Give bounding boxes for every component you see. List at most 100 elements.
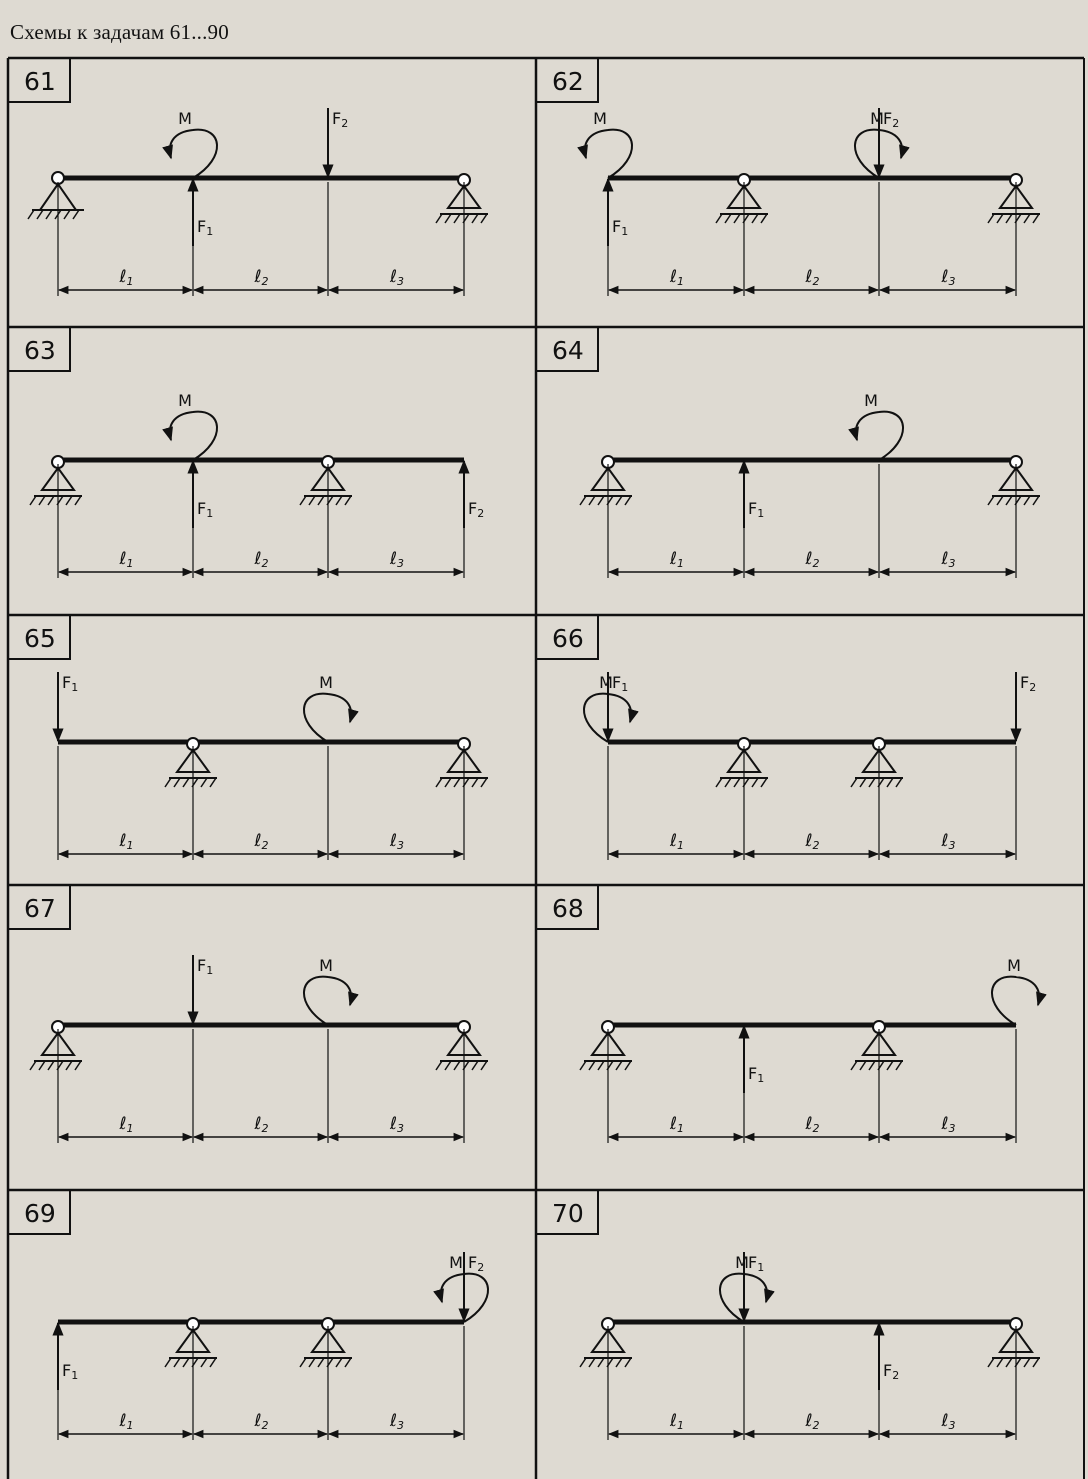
ground-hatch xyxy=(886,1060,894,1071)
ground-hatch xyxy=(615,1357,623,1368)
span-label: ℓ2 xyxy=(254,1411,269,1432)
ground-hatch xyxy=(317,495,325,506)
ground-hatch xyxy=(173,777,181,788)
span-label: ℓ1 xyxy=(669,1411,684,1432)
roller-support xyxy=(29,455,82,506)
force-F1: F1 xyxy=(738,1024,764,1093)
problem-number-box: 70 xyxy=(536,1190,599,1235)
ground-hatch xyxy=(27,209,35,220)
roller-support xyxy=(579,1317,632,1368)
span-label: ℓ2 xyxy=(254,549,269,570)
span-label: ℓ1 xyxy=(119,831,134,852)
ground-hatch xyxy=(29,495,37,506)
force-F2: F2 xyxy=(873,1321,899,1390)
roller-support xyxy=(715,737,768,788)
ground-hatch xyxy=(1032,1357,1040,1368)
moment-arc-icon xyxy=(433,1272,489,1323)
ground-hatch xyxy=(209,1357,217,1368)
problem-number: 68 xyxy=(552,894,584,923)
ground-hatch xyxy=(164,777,172,788)
ground-hatch xyxy=(588,495,596,506)
moment-M: M xyxy=(303,673,359,743)
ground-hatch xyxy=(850,1060,858,1071)
ground-hatch xyxy=(29,1060,37,1071)
moment-label: M xyxy=(319,956,333,975)
ground-hatch xyxy=(996,495,1004,506)
roller-support xyxy=(299,1317,352,1368)
force-label: F2 xyxy=(1020,673,1036,694)
ground-hatch xyxy=(615,1060,623,1071)
number-box-border xyxy=(536,615,599,660)
span-label: ℓ2 xyxy=(254,831,269,852)
ground-hatch xyxy=(65,1060,73,1071)
ground-hatch xyxy=(453,1060,461,1071)
ground-hatch xyxy=(299,1357,307,1368)
ground-hatch xyxy=(480,777,488,788)
moment-label: M xyxy=(870,109,884,128)
problem-number-box: 65 xyxy=(8,615,71,660)
ground-hatch xyxy=(453,777,461,788)
moment-arc-icon xyxy=(303,975,359,1026)
ground-hatch xyxy=(335,1357,343,1368)
force-label: F1 xyxy=(197,956,213,977)
ground-hatch xyxy=(45,209,53,220)
ground-hatch xyxy=(200,777,208,788)
number-box-border xyxy=(8,885,71,930)
force-F1: F1 xyxy=(187,955,213,1026)
moment-arc-icon xyxy=(583,692,639,743)
problem-number: 67 xyxy=(24,894,56,923)
problem-number: 63 xyxy=(24,336,56,365)
force-F1: F1 xyxy=(52,672,78,743)
force-label: F2 xyxy=(883,109,899,130)
ground-hatch xyxy=(299,495,307,506)
roller-support xyxy=(299,455,352,506)
moment-label: M xyxy=(593,109,607,128)
problem-number-box: 66 xyxy=(536,615,599,660)
ground-hatch xyxy=(1032,495,1040,506)
ground-hatch xyxy=(597,1357,605,1368)
ground-hatch xyxy=(751,213,759,224)
ground-hatch xyxy=(733,213,741,224)
roller-support xyxy=(435,737,488,788)
force-label: F1 xyxy=(197,217,213,238)
ground-hatch xyxy=(47,1060,55,1071)
moment-arc-icon xyxy=(991,975,1047,1026)
ground-hatch xyxy=(444,213,452,224)
span-label: ℓ3 xyxy=(941,549,956,570)
span-label: ℓ1 xyxy=(669,267,684,288)
ground-hatch xyxy=(200,1357,208,1368)
ground-hatch xyxy=(47,495,55,506)
force-label: F1 xyxy=(62,673,78,694)
problem-number: 66 xyxy=(552,624,584,653)
ground-hatch xyxy=(471,777,479,788)
roller-support xyxy=(987,1317,1040,1368)
force-F1: F1 xyxy=(602,177,628,246)
ground-hatch xyxy=(615,495,623,506)
number-box-border xyxy=(536,885,599,930)
ground-hatch xyxy=(850,777,858,788)
ground-hatch xyxy=(1023,495,1031,506)
span-label: ℓ3 xyxy=(389,549,404,570)
moment-label: M xyxy=(319,673,333,692)
force-F1: F1 xyxy=(187,177,213,246)
span-label: ℓ3 xyxy=(941,267,956,288)
number-box-border xyxy=(536,1190,599,1235)
span-label: ℓ3 xyxy=(941,831,956,852)
problem-number-box: 61 xyxy=(8,58,71,103)
moment-M: M xyxy=(991,956,1047,1026)
ground-hatch xyxy=(308,1357,316,1368)
force-F2: F2 xyxy=(458,1252,484,1323)
moment-M: M xyxy=(854,109,910,179)
span-label: ℓ3 xyxy=(389,267,404,288)
number-box-border xyxy=(8,58,71,103)
span-label: ℓ1 xyxy=(119,549,134,570)
moment-M: M xyxy=(577,109,633,179)
